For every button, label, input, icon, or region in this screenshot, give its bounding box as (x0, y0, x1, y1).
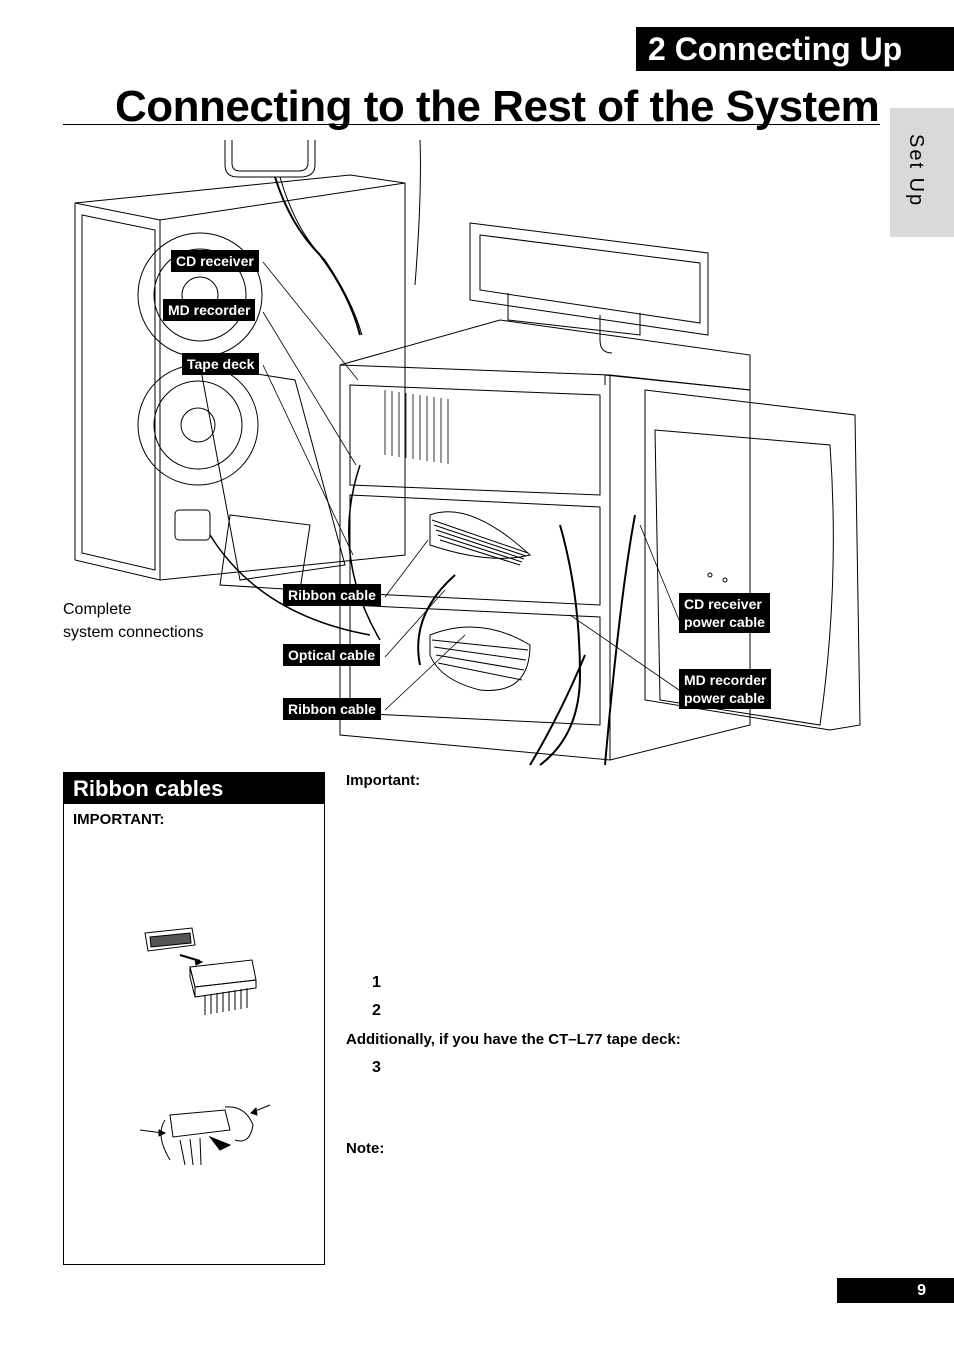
important-label: Important: (346, 772, 421, 789)
label-ribbon-cable-upper: Ribbon cable (283, 584, 381, 606)
step-number-3: 3 (372, 1059, 381, 1076)
page-title: Connecting to the Rest of the System (115, 82, 880, 131)
label-line: CD receiver (684, 596, 762, 612)
note-label: Note: (346, 1140, 385, 1157)
ribbon-cables-box: Ribbon cables IMPORTANT: (63, 772, 325, 1265)
title-rule (63, 124, 880, 125)
ribbon-connector-remove-illustration (139, 1104, 271, 1166)
label-optical-cable: Optical cable (283, 644, 381, 666)
ribbon-connector-insert-illustration (144, 927, 257, 1015)
label-ribbon-cable-lower: Ribbon cable (283, 698, 381, 720)
label-md-recorder: MD recorder (163, 299, 256, 321)
label-md-recorder-power-cable: MD recorder power cable (679, 669, 772, 709)
step-number-2: 2 (372, 1002, 381, 1019)
ribbon-cables-heading: Ribbon cables (64, 773, 324, 804)
ribbon-important-label: IMPORTANT: (73, 811, 165, 828)
side-tab: Set Up (890, 108, 954, 237)
chapter-heading: 2 Connecting Up (636, 27, 954, 71)
label-line: MD recorder (684, 672, 767, 688)
side-tab-label: Set Up (905, 134, 927, 208)
caption-line: Complete (63, 601, 132, 618)
label-cd-receiver: CD receiver (171, 250, 259, 272)
step-number-1: 1 (372, 974, 381, 991)
caption-line: system connections (63, 624, 204, 641)
label-tape-deck: Tape deck (182, 353, 260, 375)
page-number: 9 (837, 1278, 954, 1303)
label-line: power cable (684, 690, 765, 706)
label-cd-receiver-power-cable: CD receiver power cable (679, 593, 770, 633)
additionally-heading: Additionally, if you have the CT–L77 tap… (346, 1031, 681, 1048)
diagram-caption: Complete system connections (63, 598, 204, 644)
label-line: power cable (684, 614, 765, 630)
